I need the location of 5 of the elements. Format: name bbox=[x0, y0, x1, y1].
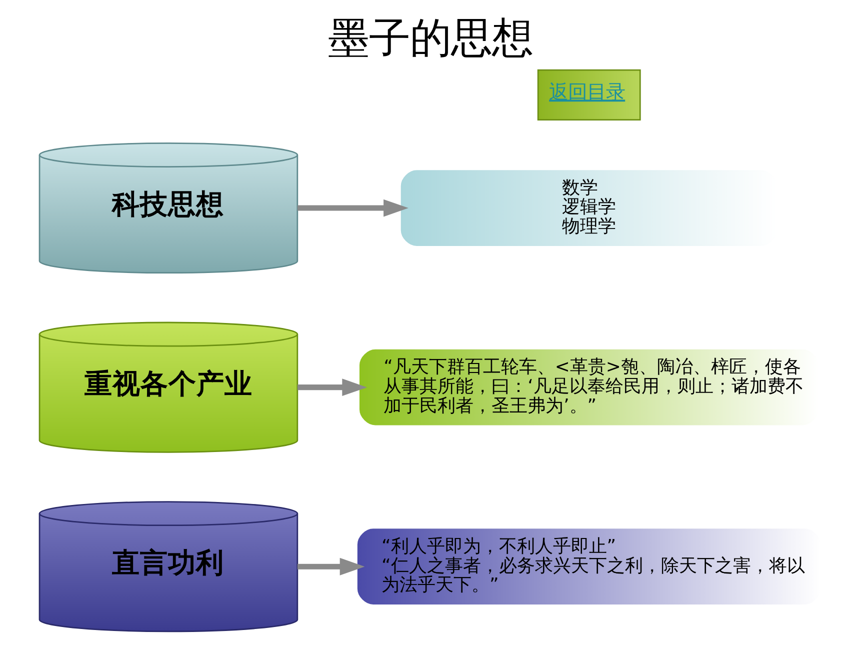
arrow bbox=[297, 558, 364, 576]
arrow bbox=[297, 199, 408, 217]
node-box: 返回目录 bbox=[536, 69, 640, 120]
diagram-title: 墨子的思想 bbox=[328, 14, 532, 62]
arrow bbox=[297, 378, 367, 396]
